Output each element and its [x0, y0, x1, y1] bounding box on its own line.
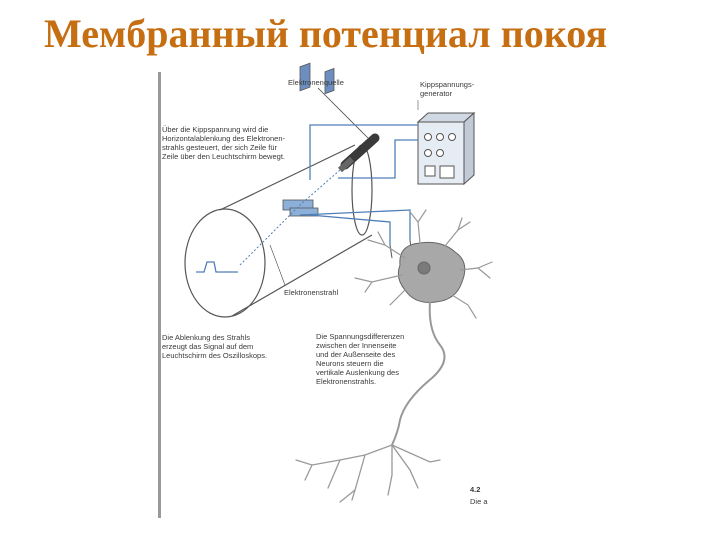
oscilloscope-tube [184, 144, 373, 318]
axon-terminals [295, 444, 441, 503]
figure-number: 4.2 [470, 485, 481, 494]
axon [391, 301, 446, 446]
voltage-caption: Die Spannungsdifferenzen zwischen der In… [316, 332, 405, 386]
sweep-generator [416, 100, 476, 186]
figure-number-tail: Die a [470, 497, 488, 506]
slide-title: Мембранный потенциал покоя [44, 11, 608, 56]
electron-source-label: Elektronenquelle [288, 78, 344, 87]
deflection-caption: Die Ablenkung des Strahls erzeugt das Si… [162, 333, 268, 360]
deflection-plates [282, 62, 335, 217]
figure-left-edge [158, 72, 161, 518]
neuron [397, 241, 466, 303]
dendrites [354, 209, 493, 319]
electron-beam-path [239, 169, 341, 266]
sweep-caption: Über die Kippspannung wird die Horizonta… [162, 125, 285, 161]
sweep-generator-label: Kippspannungs- generator [420, 80, 475, 98]
electron-beam-label: Elektronenstrahl [284, 288, 339, 297]
electron-source [317, 87, 380, 173]
screen-trace [196, 261, 238, 273]
wires [299, 124, 418, 245]
